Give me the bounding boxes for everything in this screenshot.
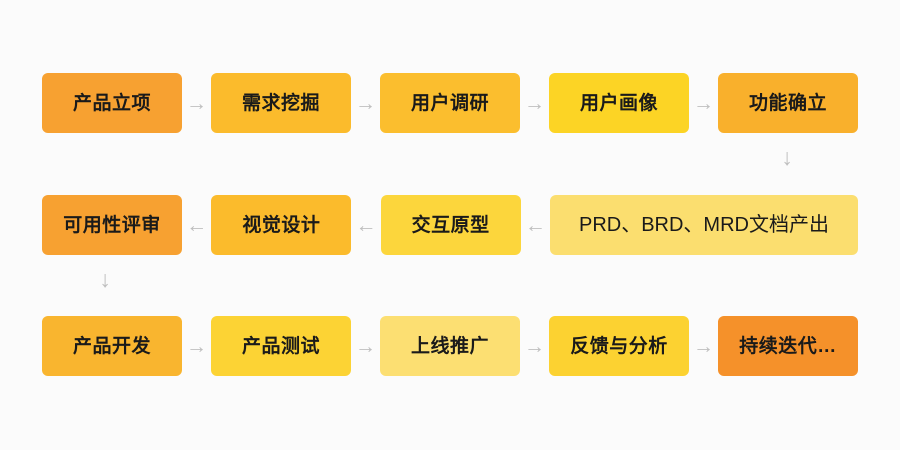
flow-row-3: 产品开发 → 产品测试 → 上线推广 → 反馈与分析 → 持续迭代… <box>42 316 858 376</box>
connector-arrow-left: ← <box>351 195 380 255</box>
flow-node-label: 持续迭代… <box>739 335 837 357</box>
flow-node-fankuiyufenxi[interactable]: 反馈与分析 <box>549 316 689 376</box>
arrow-right-icon: → <box>186 334 207 358</box>
connector-arrow-right: → <box>520 316 549 376</box>
connector-arrow-right: → <box>182 316 211 376</box>
arrow-down-icon: ↓ <box>781 143 793 170</box>
flow-node-yonghuhuaxiang[interactable]: 用户画像 <box>549 73 689 133</box>
arrow-right-icon: → <box>693 334 714 358</box>
flow-node-prd-brd-mrd[interactable]: PRD、BRD、MRD文档产出 <box>549 195 858 255</box>
flow-node-keyongxingpingshen[interactable]: 可用性评审 <box>42 195 182 255</box>
arrow-right-icon: → <box>524 334 545 358</box>
connector-arrow-left: ← <box>182 195 211 255</box>
flow-node-chanpinlixiang[interactable]: 产品立项 <box>42 73 182 133</box>
flow-node-label: 功能确立 <box>748 92 827 114</box>
connector-arrow-right: → <box>182 73 211 133</box>
flow-node-shangxiantuiguang[interactable]: 上线推广 <box>380 316 520 376</box>
arrow-right-icon: → <box>355 334 376 358</box>
flow-node-xuqiuwajue[interactable]: 需求挖掘 <box>211 73 351 133</box>
vertical-connector-row2-row3: ↓ <box>90 257 120 301</box>
arrow-left-icon: ← <box>355 213 377 237</box>
flow-node-label: 用户调研 <box>410 92 489 114</box>
connector-arrow-right: → <box>689 73 718 133</box>
flow-node-label: 产品开发 <box>72 335 151 357</box>
arrow-right-icon: → <box>524 91 545 115</box>
connector-arrow-right: → <box>689 316 718 376</box>
flow-row-2: 可用性评审 ← 视觉设计 ← 交互原型 ← PRD、BRD、MRD文档产出 <box>42 195 858 255</box>
vertical-connector-row1-row2: ↓ <box>772 135 802 179</box>
flow-node-chanpinkaifa[interactable]: 产品开发 <box>42 316 182 376</box>
flow-node-label: PRD、BRD、MRD文档产出 <box>578 214 829 236</box>
flow-node-yonghudiaoyan[interactable]: 用户调研 <box>380 73 520 133</box>
connector-arrow-right: → <box>520 73 549 133</box>
arrow-right-icon: → <box>693 91 714 115</box>
connector-arrow-right: → <box>351 73 380 133</box>
flow-node-label: 可用性评审 <box>63 214 161 236</box>
flow-node-label: 需求挖掘 <box>241 92 320 114</box>
flow-node-chanpinceshi[interactable]: 产品测试 <box>211 316 351 376</box>
flow-node-label: 用户画像 <box>579 92 658 114</box>
flow-node-chixudiedai[interactable]: 持续迭代… <box>718 316 858 376</box>
flow-node-label: 视觉设计 <box>242 214 321 236</box>
flow-node-label: 反馈与分析 <box>570 335 668 357</box>
flow-row-1: 产品立项 → 需求挖掘 → 用户调研 → 用户画像 → 功能确立 <box>42 73 858 133</box>
flow-node-shijuesheji[interactable]: 视觉设计 <box>211 195 352 255</box>
flow-node-label: 产品测试 <box>241 335 320 357</box>
flow-node-gongnengqueli[interactable]: 功能确立 <box>718 73 858 133</box>
flow-node-label: 产品立项 <box>72 92 151 114</box>
flow-node-label: 交互原型 <box>411 214 490 236</box>
arrow-down-icon: ↓ <box>99 265 111 292</box>
arrow-right-icon: → <box>186 91 207 115</box>
flow-node-jiaohuyuanxing[interactable]: 交互原型 <box>380 195 521 255</box>
arrow-right-icon: → <box>355 91 376 115</box>
arrow-left-icon: ← <box>524 213 546 237</box>
connector-arrow-left: ← <box>521 195 550 255</box>
connector-arrow-right: → <box>351 316 380 376</box>
arrow-left-icon: ← <box>186 213 208 237</box>
flow-node-label: 上线推广 <box>410 335 489 357</box>
